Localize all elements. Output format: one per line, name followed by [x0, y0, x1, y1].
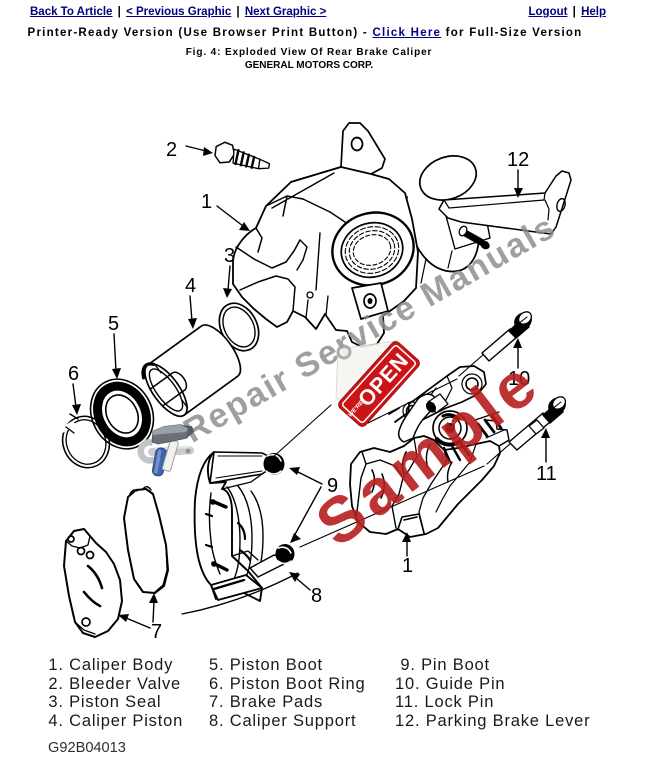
svg-text:3: 3	[224, 245, 235, 267]
svg-text:1: 1	[402, 555, 413, 577]
svg-text:12: 12	[507, 149, 529, 171]
svg-text:10: 10	[508, 368, 530, 390]
svg-text:4: 4	[185, 275, 196, 297]
svg-text:7: 7	[151, 621, 162, 643]
svg-text:11: 11	[536, 463, 557, 485]
svg-text:9: 9	[327, 475, 338, 497]
svg-text:1: 1	[201, 191, 212, 213]
svg-text:6: 6	[68, 363, 79, 385]
svg-text:2: 2	[166, 139, 177, 161]
svg-text:5: 5	[108, 313, 119, 335]
svg-text:8: 8	[311, 585, 322, 607]
